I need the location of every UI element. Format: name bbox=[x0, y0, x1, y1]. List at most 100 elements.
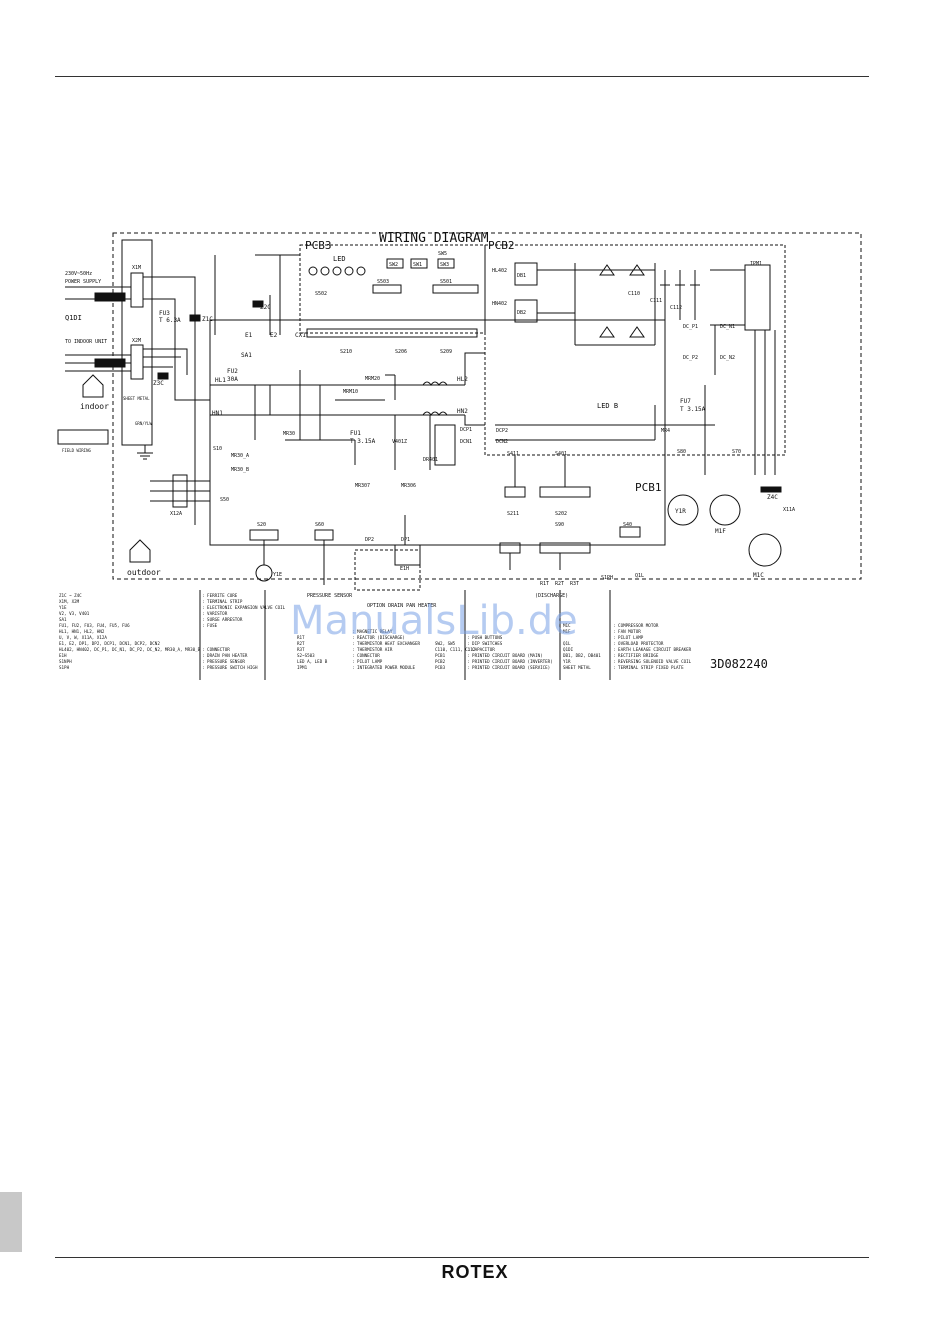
legend-row: R2T bbox=[297, 641, 305, 646]
legend-row: : TERMINAL STRIP bbox=[202, 599, 243, 604]
legend-row: PCB2 bbox=[435, 659, 446, 664]
component-label: DCN2 bbox=[496, 439, 508, 445]
legend-row: : PRESSURE SWITCH HIGH bbox=[202, 665, 258, 670]
component-label: HL402 bbox=[492, 268, 507, 274]
pressure-sensor-label: PRESSURE SENSOR bbox=[307, 593, 353, 599]
legend-row: Y1R bbox=[563, 659, 571, 664]
footer-rule bbox=[55, 1257, 869, 1258]
component-label: MRM10 bbox=[343, 389, 358, 395]
legend-row: : FERRITE CORE bbox=[202, 593, 238, 598]
component-label: DC_P1 bbox=[683, 324, 698, 330]
connector-label: S60 bbox=[315, 522, 324, 528]
legend-row: U, V, W, X11A, X12A bbox=[59, 635, 107, 640]
x1m-terminal bbox=[130, 272, 144, 308]
component-label: DCP2 bbox=[496, 428, 508, 434]
legend-row: S1NPH bbox=[59, 659, 72, 664]
component-label: IPM1 bbox=[750, 261, 762, 267]
connector-label: S211 bbox=[507, 511, 519, 517]
component-label: X11A bbox=[783, 507, 795, 513]
component-label: V401Z bbox=[392, 439, 407, 445]
legend-row: : PRESSURE SENSOR bbox=[202, 659, 245, 664]
legend-row: SHEET METAL bbox=[563, 665, 591, 670]
m1c-compressor-motor bbox=[748, 533, 782, 567]
switch-label: SW5 bbox=[438, 251, 447, 257]
legend-row: : MAGNETIC RELAY bbox=[352, 629, 393, 634]
component-label: MR307 bbox=[355, 483, 370, 489]
pcb1-outline bbox=[209, 319, 666, 546]
component-label: X12A bbox=[170, 511, 182, 517]
outdoor-house-icon bbox=[129, 539, 151, 563]
fu7-label: FU7 bbox=[680, 398, 691, 405]
connector-label: S70 bbox=[732, 449, 741, 455]
component-label: HN2 bbox=[457, 408, 468, 415]
component-label: R3T bbox=[570, 581, 579, 587]
legend-row: : DIP SWITCHES bbox=[467, 641, 503, 646]
led-b-label: LED B bbox=[597, 402, 618, 410]
m1f-fan-motor bbox=[709, 494, 741, 526]
component-label: SA1 bbox=[241, 352, 252, 359]
fu1-rating: T 3.15A bbox=[350, 438, 376, 445]
connector-label: S501 bbox=[440, 279, 452, 285]
fu3-label: FU3 bbox=[159, 310, 170, 317]
legend-row: : REACTOR (DISCHARGE) bbox=[352, 635, 405, 640]
legend-row: PCB1 bbox=[435, 653, 446, 658]
legend-row: : PRINTED CIRCUIT BOARD (SERVICE) bbox=[467, 665, 550, 670]
power-supply-line2: POWER SUPPLY bbox=[65, 279, 101, 285]
y1e-valve-coil bbox=[255, 564, 273, 582]
pcb2-outline bbox=[484, 244, 786, 456]
field-wiring-label: FIELD WIRING bbox=[62, 448, 91, 453]
component-label: C112 bbox=[670, 305, 682, 311]
fu2-label: FU2 bbox=[227, 368, 238, 375]
switch-label: SW2 bbox=[389, 262, 398, 268]
fu1-label: FU1 bbox=[350, 430, 361, 437]
connector-label: S503 bbox=[377, 279, 389, 285]
component-label: DC_P2 bbox=[683, 355, 698, 361]
component-label: DR401 bbox=[423, 457, 438, 463]
legend-row: : PRINTED CIRCUIT BOARD (INVERTER) bbox=[467, 659, 553, 664]
legend-row: : PUSH BUTTONS bbox=[467, 635, 503, 640]
component-label: X1M bbox=[132, 265, 141, 271]
legend-row: LED A, LED B bbox=[297, 659, 328, 664]
grn-ylw-label: GRN/YLW bbox=[135, 421, 152, 426]
legend-row: E1, E2, DP1, DP2, DCP1, DCN1, DCP2, DCN2 bbox=[59, 641, 160, 646]
legend: Z1C ~ Z4C : FERRITE CORE X1M, X2M : TERM… bbox=[59, 593, 692, 670]
pcb3-outline bbox=[299, 244, 486, 334]
component-label: MR30 bbox=[283, 431, 295, 437]
component-label: DCN1 bbox=[460, 439, 472, 445]
component-label: Z4C bbox=[767, 494, 778, 501]
legend-row: : ELECTRONIC EXPANSION VALVE COIL bbox=[202, 605, 286, 610]
pcb2-label: PCB2 bbox=[488, 239, 515, 252]
legend-row: : SURGE ARRESTOR bbox=[202, 617, 243, 622]
component-label: Z2C bbox=[260, 304, 271, 311]
connector-label: S210 bbox=[340, 349, 352, 355]
legend-row: : THERMISTOR HEAT EXCHANGER bbox=[352, 641, 421, 646]
legend-row: : RECTIFIER BRIDGE bbox=[613, 653, 659, 658]
component-label: DCP1 bbox=[460, 427, 472, 433]
component-label: E1 bbox=[245, 332, 253, 339]
pcb3-leds bbox=[308, 266, 366, 276]
component-label: DP2 bbox=[365, 537, 374, 543]
option-drain-label: OPTION DRAIN PAN HEATER bbox=[367, 603, 437, 609]
legend-row: R1T bbox=[297, 635, 305, 640]
component-label: HN1 bbox=[212, 410, 223, 417]
doc-code: 3D082240 bbox=[710, 657, 768, 671]
legend-row: : INTEGRATED POWER MODULE bbox=[352, 665, 416, 670]
legend-row: : TERMINAL STRIP FIXED PLATE bbox=[613, 665, 684, 670]
terminal-plate bbox=[121, 239, 153, 446]
component-label: Y1E bbox=[273, 572, 282, 578]
wiring-diagram-svg: WIRING DIAGRAM PCB3 PCB2 PCB1 LED LED B … bbox=[57, 231, 862, 680]
wiring-diagram: WIRING DIAGRAM PCB3 PCB2 PCB1 LED LED B … bbox=[55, 225, 875, 695]
switch-label: SW1 bbox=[413, 262, 422, 268]
component-label: HL2 bbox=[457, 376, 468, 383]
legend-row: Q1DI bbox=[563, 647, 574, 652]
legend-row: : PRINTED CIRCUIT BOARD (MAIN) bbox=[467, 653, 543, 658]
indoor-label: indoor bbox=[80, 402, 109, 411]
component-label: Y1R bbox=[675, 508, 686, 515]
legend-row: SA1 bbox=[59, 617, 67, 622]
component-label: M1F bbox=[715, 528, 726, 535]
component-label: MR30_B bbox=[231, 467, 249, 473]
indoor-house-icon bbox=[82, 374, 104, 398]
pcb3-label: PCB3 bbox=[305, 239, 332, 252]
legend-row: : VARISTOR bbox=[202, 611, 228, 616]
component-label: DC_N1 bbox=[720, 324, 735, 330]
